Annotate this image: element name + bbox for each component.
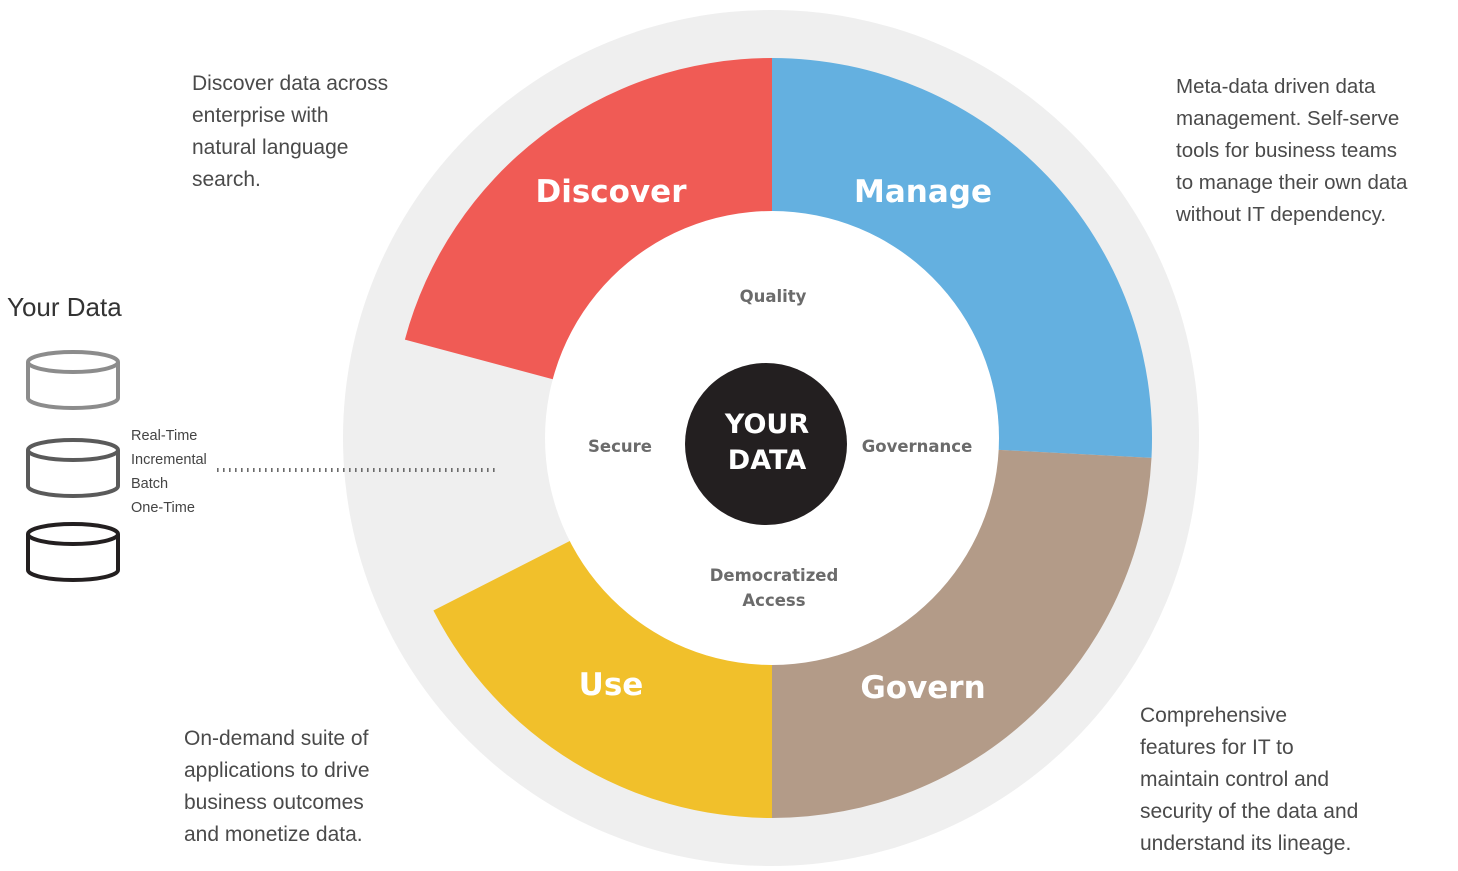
mode-incremental: Incremental [131, 452, 207, 468]
democratized-access-label-line1: Democratized [710, 566, 839, 585]
mode-one-time: One-Time [131, 500, 195, 516]
center-label-line2: DATA [728, 445, 807, 476]
secure-label: Secure [588, 437, 652, 456]
use-description: On-demand suite of applications to drive… [184, 727, 370, 846]
discover-description: Discover data across enterprise with nat… [192, 72, 389, 191]
discover-label: Discover [535, 174, 687, 210]
ingestion-modes-list: Real-Time Incremental Batch One-Time [131, 424, 207, 520]
discover-segment[interactable] [404, 58, 772, 380]
govern-segment[interactable] [772, 449, 1152, 818]
use-segment[interactable] [433, 540, 772, 818]
manage-label: Manage [854, 174, 992, 210]
govern-description: Comprehensive features for IT to maintai… [1140, 704, 1359, 855]
mode-real-time: Real-Time [131, 428, 198, 444]
quality-label: Quality [740, 287, 807, 306]
database-icon [26, 522, 120, 582]
manage-description: Meta-data driven data management. Self-s… [1176, 75, 1408, 226]
manage-segment[interactable] [772, 58, 1153, 458]
use-label: Use [579, 667, 644, 703]
database-icon [26, 438, 120, 498]
database-icon [26, 350, 120, 410]
your-data-center [685, 363, 847, 525]
your-data-title: Your Data [7, 292, 122, 322]
govern-label: Govern [860, 670, 985, 706]
center-label-line1: YOUR [724, 409, 809, 440]
mode-batch: Batch [131, 476, 169, 492]
democratized-access-label-line2: Access [742, 591, 805, 610]
governance-label: Governance [862, 437, 973, 456]
